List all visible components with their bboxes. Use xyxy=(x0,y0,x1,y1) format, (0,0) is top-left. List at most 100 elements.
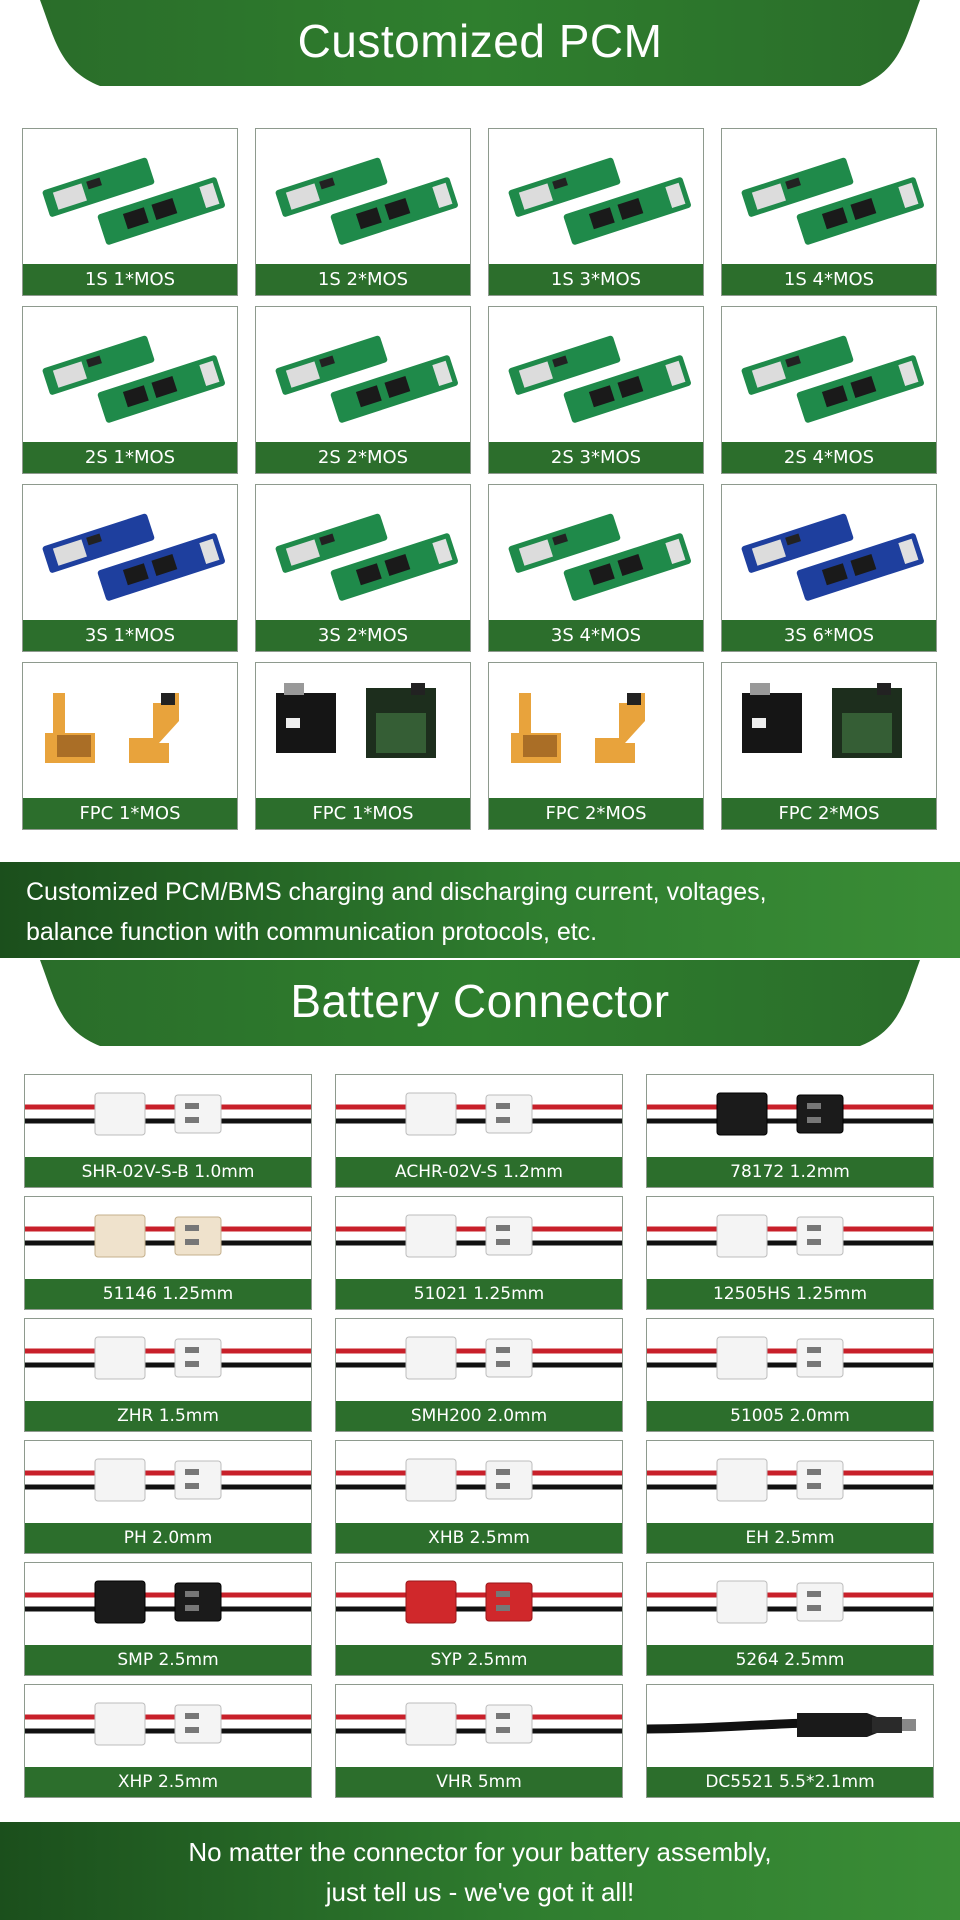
pcm-card: FPC 2*MOS xyxy=(488,662,704,830)
pcm-card-label: 2S 4*MOS xyxy=(722,442,936,473)
pcm-board-image xyxy=(489,485,703,620)
connector-image xyxy=(25,1197,311,1279)
connector-image xyxy=(647,1441,933,1523)
connector-card-label: ACHR-02V-S 1.2mm xyxy=(336,1157,622,1187)
pcm-card-label: 2S 2*MOS xyxy=(256,442,470,473)
connector-image xyxy=(25,1075,311,1157)
connector-card-label: 51146 1.25mm xyxy=(25,1279,311,1309)
pcm-board-image xyxy=(256,663,470,798)
pcm-board-image xyxy=(722,485,936,620)
pcm-card-label: FPC 2*MOS xyxy=(722,798,936,829)
connector-card: XHP 2.5mm xyxy=(24,1684,312,1798)
connector-card: EH 2.5mm xyxy=(646,1440,934,1554)
connector-card: DC5521 5.5*2.1mm xyxy=(646,1684,934,1798)
pcm-card-label: 2S 3*MOS xyxy=(489,442,703,473)
connector-image xyxy=(336,1563,622,1645)
connector-card-label: SHR-02V-S-B 1.0mm xyxy=(25,1157,311,1187)
connector-card-label: SYP 2.5mm xyxy=(336,1645,622,1675)
pcm-board-image xyxy=(489,129,703,264)
connector-card: ACHR-02V-S 1.2mm xyxy=(335,1074,623,1188)
connector-image xyxy=(647,1685,933,1767)
connector-card-label: PH 2.0mm xyxy=(25,1523,311,1553)
connector-image xyxy=(647,1075,933,1157)
connector-card: 78172 1.2mm xyxy=(646,1074,934,1188)
pcm-board-image xyxy=(489,307,703,442)
pcm-banner-line2: balance function with communication prot… xyxy=(26,918,598,946)
connector-card: VHR 5mm xyxy=(335,1684,623,1798)
connector-banner-line1: No matter the connector for your battery… xyxy=(188,1837,772,1867)
pcm-card-label: FPC 1*MOS xyxy=(23,798,237,829)
connector-card: SMH200 2.0mm xyxy=(335,1318,623,1432)
pcm-card-label: FPC 1*MOS xyxy=(256,798,470,829)
pcm-section-header: Customized PCM xyxy=(0,0,960,100)
connector-card-label: 12505HS 1.25mm xyxy=(647,1279,933,1309)
header-tab-shape xyxy=(40,0,920,86)
connector-card: 51005 2.0mm xyxy=(646,1318,934,1432)
pcm-board-image xyxy=(23,663,237,798)
connector-image xyxy=(25,1441,311,1523)
pcm-card: 1S 3*MOS xyxy=(488,128,704,296)
connector-image xyxy=(647,1563,933,1645)
connector-card: PH 2.0mm xyxy=(24,1440,312,1554)
pcm-board-image xyxy=(489,663,703,798)
connector-image xyxy=(336,1319,622,1401)
connector-section-header: Battery Connector xyxy=(0,960,960,1060)
connector-image xyxy=(336,1197,622,1279)
pcm-card: FPC 1*MOS xyxy=(255,662,471,830)
connector-card: 51021 1.25mm xyxy=(335,1196,623,1310)
pcm-card: 2S 2*MOS xyxy=(255,306,471,474)
connector-banner-line2: just tell us - we've got it all! xyxy=(325,1877,635,1907)
pcm-board-image xyxy=(23,485,237,620)
connector-image xyxy=(647,1319,933,1401)
connector-description-banner: No matter the connector for your battery… xyxy=(0,1822,960,1920)
connector-card: XHB 2.5mm xyxy=(335,1440,623,1554)
connector-card-label: ZHR 1.5mm xyxy=(25,1401,311,1431)
connector-card: 12505HS 1.25mm xyxy=(646,1196,934,1310)
connector-card-label: SMP 2.5mm xyxy=(25,1645,311,1675)
pcm-banner-line1: Customized PCM/BMS charging and discharg… xyxy=(26,878,767,906)
pcm-card-label: FPC 2*MOS xyxy=(489,798,703,829)
pcm-card: FPC 2*MOS xyxy=(721,662,937,830)
pcm-card-label: 2S 1*MOS xyxy=(23,442,237,473)
connector-card-label: 78172 1.2mm xyxy=(647,1157,933,1187)
connector-image xyxy=(25,1685,311,1767)
pcm-card-label: 1S 3*MOS xyxy=(489,264,703,295)
pcm-card-label: 1S 4*MOS xyxy=(722,264,936,295)
pcm-board-image xyxy=(256,485,470,620)
connector-card-label: 51021 1.25mm xyxy=(336,1279,622,1309)
connector-card-label: 51005 2.0mm xyxy=(647,1401,933,1431)
connector-card-label: DC5521 5.5*2.1mm xyxy=(647,1767,933,1797)
pcm-card-label: 3S 4*MOS xyxy=(489,620,703,651)
connector-card-label: EH 2.5mm xyxy=(647,1523,933,1553)
connector-card: 5264 2.5mm xyxy=(646,1562,934,1676)
pcm-card: FPC 1*MOS xyxy=(22,662,238,830)
pcm-board-image xyxy=(722,307,936,442)
connector-card: SYP 2.5mm xyxy=(335,1562,623,1676)
connector-card-label: SMH200 2.0mm xyxy=(336,1401,622,1431)
pcm-board-image xyxy=(256,307,470,442)
pcm-card-label: 3S 2*MOS xyxy=(256,620,470,651)
pcm-board-image xyxy=(23,307,237,442)
connector-card-label: VHR 5mm xyxy=(336,1767,622,1797)
header-tab-shape xyxy=(40,960,920,1046)
pcm-description-banner: Customized PCM/BMS charging and discharg… xyxy=(0,862,960,958)
pcm-card: 3S 2*MOS xyxy=(255,484,471,652)
connector-card: ZHR 1.5mm xyxy=(24,1318,312,1432)
pcm-card: 1S 4*MOS xyxy=(721,128,937,296)
connector-image xyxy=(336,1075,622,1157)
connector-image xyxy=(25,1563,311,1645)
pcm-card-label: 3S 6*MOS xyxy=(722,620,936,651)
pcm-card-label: 1S 2*MOS xyxy=(256,264,470,295)
pcm-board-image xyxy=(256,129,470,264)
pcm-card-label: 3S 1*MOS xyxy=(23,620,237,651)
connector-card-label: XHP 2.5mm xyxy=(25,1767,311,1797)
connector-image xyxy=(336,1441,622,1523)
pcm-board-image xyxy=(722,663,936,798)
pcm-card: 2S 1*MOS xyxy=(22,306,238,474)
pcm-card: 3S 6*MOS xyxy=(721,484,937,652)
pcm-card: 3S 4*MOS xyxy=(488,484,704,652)
connector-image xyxy=(25,1319,311,1401)
section-title: Battery Connector xyxy=(290,975,670,1027)
connector-card: SHR-02V-S-B 1.0mm xyxy=(24,1074,312,1188)
page-title: Customized PCM xyxy=(297,15,663,67)
